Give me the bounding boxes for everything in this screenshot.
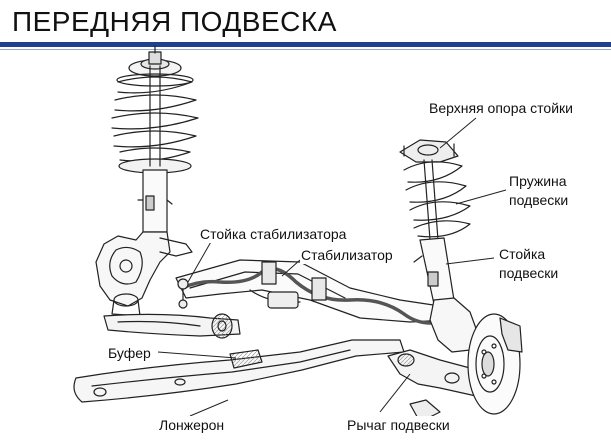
title-underline bbox=[0, 42, 611, 47]
bumper bbox=[229, 349, 263, 369]
label-stabilizer-link: Стойка стабилизатора bbox=[199, 225, 348, 243]
side-member bbox=[73, 339, 405, 403]
left-strut-assembly bbox=[95, 45, 199, 317]
label-control-arm: Рычаг подвески bbox=[346, 416, 451, 434]
stabilizer-bar bbox=[180, 266, 442, 325]
label-spring-line2: подвески bbox=[508, 191, 570, 209]
label-strut-line1: Стойка bbox=[498, 245, 547, 263]
right-strut-assembly bbox=[399, 139, 523, 415]
label-stabilizer: Стабилизатор bbox=[300, 246, 394, 264]
label-side-member: Лонжерон bbox=[158, 416, 226, 434]
label-bumper: Буфер bbox=[107, 344, 152, 362]
title-underline-thin bbox=[0, 49, 611, 50]
page-title: ПЕРЕДНЯЯ ПОДВЕСКА bbox=[12, 6, 337, 37]
label-spring-line1: Пружина bbox=[508, 172, 568, 190]
stabilizer-link bbox=[177, 278, 189, 309]
label-upper-mount: Верхняя опора стойки bbox=[428, 99, 574, 117]
leader-lines bbox=[157, 117, 507, 417]
left-control-arm bbox=[103, 313, 241, 339]
label-strut-line2: подвески bbox=[498, 264, 560, 282]
